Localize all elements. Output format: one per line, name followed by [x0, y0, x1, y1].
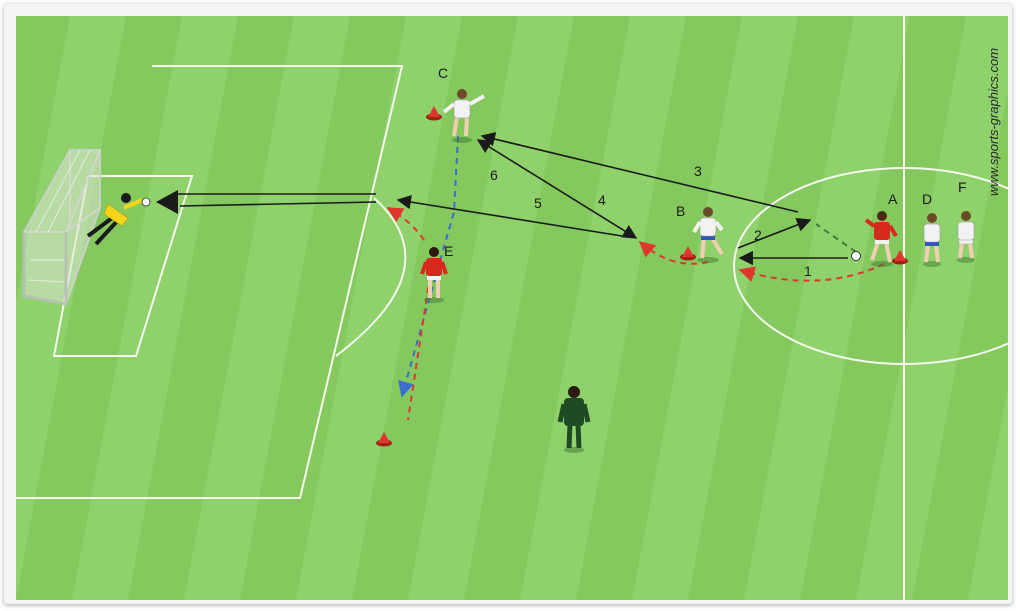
label-c: C: [438, 65, 448, 81]
action-4-label: 4: [598, 192, 606, 208]
label-e: E: [444, 243, 453, 259]
action-1-label: 1: [804, 263, 812, 279]
action-2-label: 2: [754, 227, 762, 243]
label-f: F: [958, 179, 967, 195]
pitch: [0, 16, 1020, 600]
label-d: D: [922, 191, 932, 207]
action-6-label: 6: [490, 167, 498, 183]
action-5-label: 5: [534, 195, 542, 211]
watermark-text: www.sports-graphics.com: [986, 48, 1001, 196]
action-3-label: 3: [694, 163, 702, 179]
label-a: A: [888, 191, 898, 207]
label-b: B: [676, 203, 685, 219]
ball: [852, 252, 861, 261]
